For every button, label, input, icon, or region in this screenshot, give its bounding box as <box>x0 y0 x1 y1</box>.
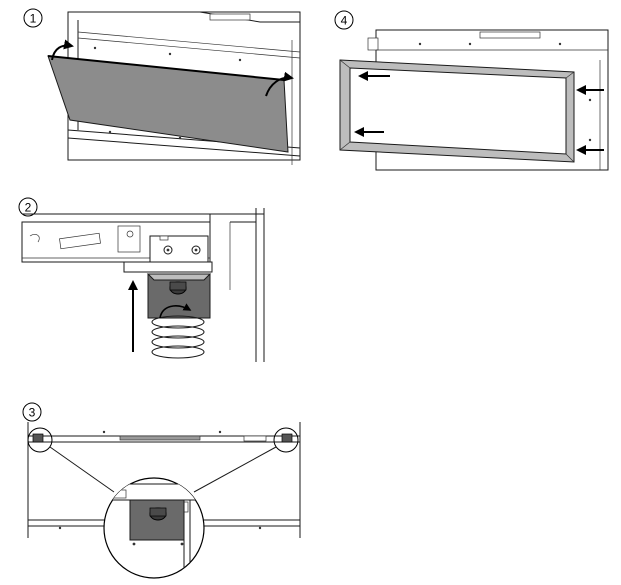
step-2-number: 2 <box>25 201 32 215</box>
step-2-rotate-arrow <box>159 303 192 319</box>
step-2-spring <box>151 315 205 359</box>
step-3-corner-callouts <box>27 427 299 493</box>
step-1-right-arrow <box>265 71 294 97</box>
step-4-trim-frame <box>339 59 575 163</box>
step-4-number: 4 <box>341 14 348 28</box>
step-1-number: 1 <box>30 12 37 26</box>
step-1-badge: 1 <box>23 8 43 28</box>
step-1-left-arrow <box>51 39 74 61</box>
step-3-magnified-detail <box>103 477 205 579</box>
step-4-badge: 4 <box>334 10 354 30</box>
step-2-clip-block <box>146 273 212 319</box>
step-2-top-frame <box>21 208 265 362</box>
step-2-badge: 2 <box>18 197 38 217</box>
step-3-number: 3 <box>29 406 36 420</box>
step-3-badge: 3 <box>22 402 42 422</box>
step-1-glass-panel <box>47 55 289 153</box>
step-3-panel: 3 <box>22 402 301 579</box>
step-2-bracket <box>123 235 213 273</box>
step-4-panel: 4 <box>334 10 609 171</box>
step-2-panel: 2 <box>18 197 265 362</box>
step-1-panel: 1 <box>23 8 301 165</box>
